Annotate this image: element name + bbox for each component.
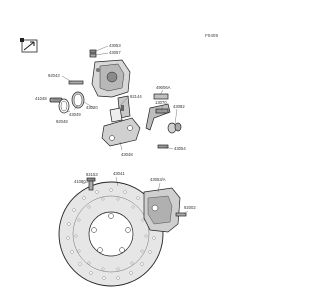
label-41080: 41080 [74, 179, 86, 184]
label-43041: 43041 [113, 171, 125, 176]
lower-caliper-bracket [143, 187, 181, 233]
collar [167, 122, 182, 134]
label-92043: 92043 [48, 73, 60, 78]
label-41048: 41048 [35, 96, 47, 101]
caliper-body [91, 59, 131, 98]
label-43053a: 43053/A [150, 177, 166, 182]
brake-disc [58, 181, 164, 287]
caliper-bracket [101, 117, 141, 147]
piston [71, 91, 85, 109]
label-43053: 43053 [109, 43, 121, 48]
bracket-bolt [175, 212, 187, 217]
pivot-bolt [157, 144, 169, 149]
diagram-code: F0409 [205, 33, 218, 38]
exploded-view: F0409 [20, 33, 218, 287]
label-43082: 43082 [173, 104, 185, 109]
label-92153: 92153 [86, 172, 98, 177]
front-direction-arrow-icon [20, 38, 38, 53]
label-43057: 43057 [109, 50, 121, 55]
label-92048: 92048 [56, 119, 68, 124]
label-43049: 43049 [69, 112, 81, 117]
bleed-valve [89, 49, 97, 58]
pad-spring [109, 107, 123, 123]
disc-bolt [86, 177, 96, 191]
leader-lines [52, 45, 189, 215]
label-43048: 43048 [121, 152, 133, 157]
label-13070: 13070 [155, 100, 167, 105]
label-92002: 92002 [184, 205, 196, 210]
piston-seal [58, 98, 70, 114]
label-49006a: 49006A [156, 85, 171, 90]
parts-diagram: { "diagram_code": "F0409", "labels": { "… [20, 33, 219, 287]
label-92144: 92144 [130, 94, 142, 99]
label-43054: 43054 [174, 146, 186, 151]
slide-pin [68, 80, 84, 85]
label-43020: 43020 [86, 105, 98, 110]
